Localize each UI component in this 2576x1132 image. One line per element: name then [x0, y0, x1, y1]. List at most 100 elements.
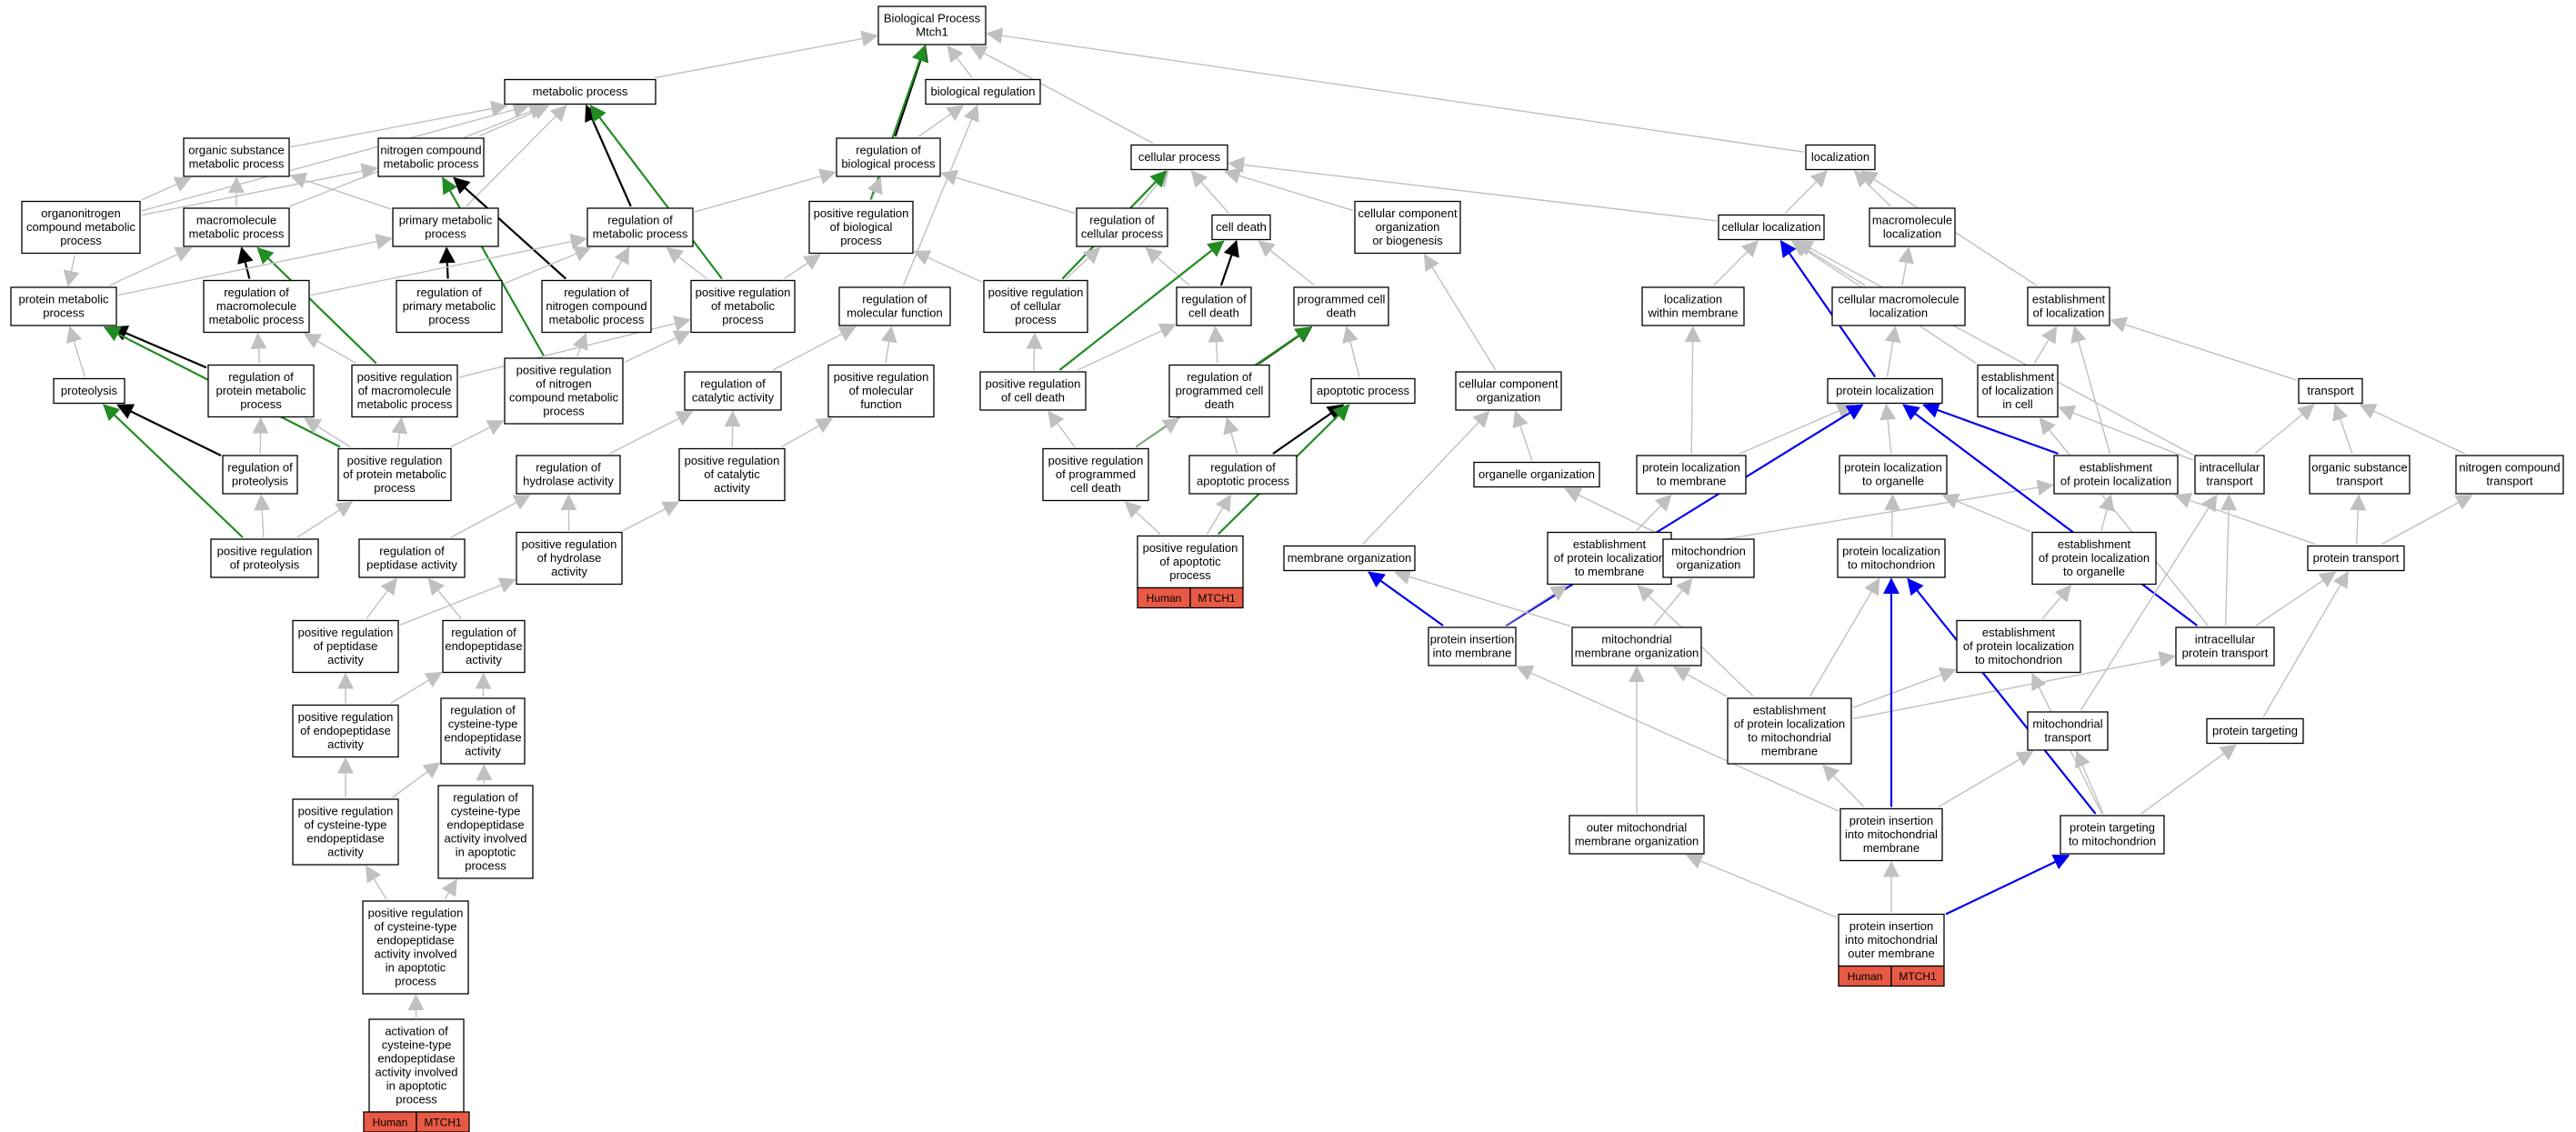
node-cd[interactable]: cell death: [1211, 214, 1271, 241]
node-label-line: of biological: [830, 220, 893, 234]
node-label-line: localization: [1811, 150, 1869, 164]
node-mo[interactable]: membrane organization: [1283, 545, 1416, 572]
node-oo[interactable]: organelle organization: [1473, 461, 1600, 488]
node-breg[interactable]: biological regulation: [925, 78, 1041, 105]
node-box: [292, 619, 399, 674]
node-transport[interactable]: transport: [2298, 377, 2363, 405]
node-box: [983, 279, 1088, 334]
node-ap[interactable]: apoptotic process: [1310, 377, 1416, 405]
node-acteaap[interactable]: activation ofcysteine-typeendopeptidasea…: [363, 1018, 470, 1132]
edge-is-a-rprotmp-to-rmmp: [250, 332, 267, 364]
node-box: [2027, 286, 2110, 326]
node-label-line: protein localization: [1836, 384, 1934, 397]
node-box: [21, 200, 141, 255]
node-cl[interactable]: cellular localization: [1718, 214, 1825, 241]
node-rcteaap[interactable]: regulation ofcysteine-typeendopeptidasea…: [437, 785, 534, 879]
node-cp[interactable]: cellular process: [1130, 144, 1228, 171]
node-box: [684, 371, 782, 411]
edge-is-a-rmp-to-rbp: [694, 168, 837, 213]
node-ptrans[interactable]: protein transport: [2307, 545, 2405, 572]
node-mp[interactable]: metabolic process: [504, 78, 657, 105]
node-label-line: cell death: [1216, 220, 1267, 234]
edge-is-a-prea-to-rea: [390, 671, 443, 705]
node-proteolysis[interactable]: proteolysis: [53, 377, 125, 405]
edge-is-a-ccob-to-cp: [1223, 167, 1354, 212]
node-pl[interactable]: protein localization: [1827, 377, 1943, 405]
node-label-line: of protein localization: [1734, 717, 1845, 731]
node-label-line: of catalytic: [704, 467, 760, 481]
node-rctea[interactable]: regulation ofcysteine-typeendopeptidasea…: [440, 697, 526, 765]
node-ptarg[interactable]: protein targeting: [2206, 717, 2304, 745]
node-loc[interactable]: localization: [1805, 144, 1876, 171]
